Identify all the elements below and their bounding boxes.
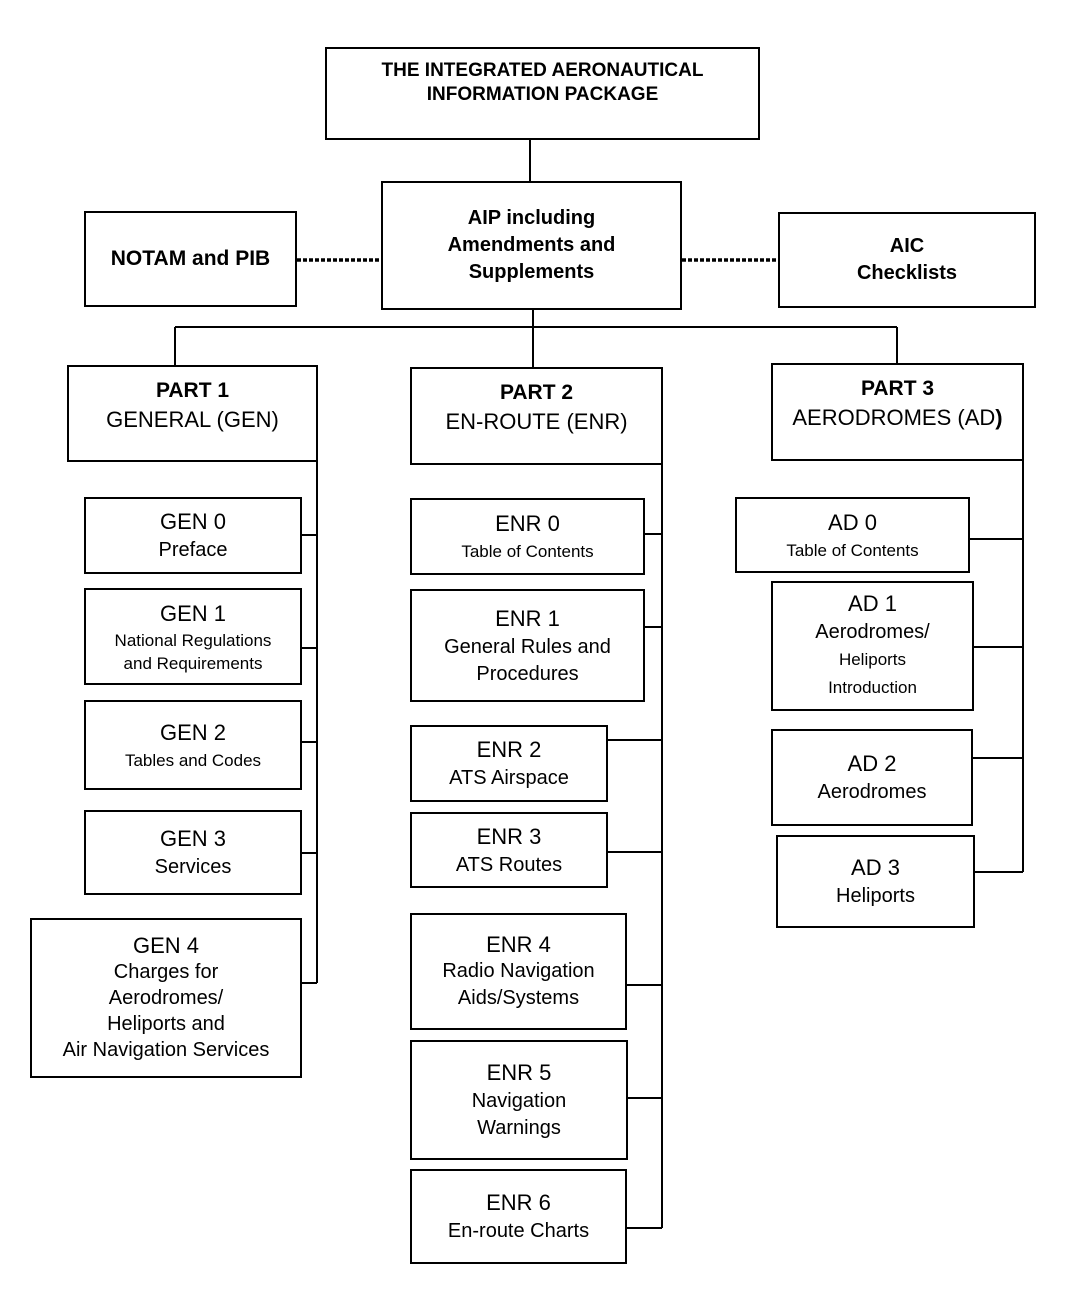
enr4-box: ENR 4 Radio Navigation Aids/Systems — [410, 913, 627, 1030]
gen1-code: GEN 1 — [159, 600, 227, 626]
aip-line: AIP including — [467, 207, 596, 229]
gen1-box: GEN 1 National Regulations and Requireme… — [84, 588, 302, 685]
part3-box: PART 3 AERODROMES (AD) — [771, 363, 1024, 461]
ad3-box: AD 3 Heliports — [776, 835, 975, 928]
gen4-box: GEN 4 Charges for Aerodromes/ Heliports … — [30, 918, 302, 1078]
gen3-title: Services — [154, 856, 232, 878]
ad3-code: AD 3 — [851, 855, 900, 880]
aip-line: Amendments and — [447, 234, 616, 256]
aic-line: AIC — [889, 235, 925, 257]
aic-checklists-box: AIC Checklists — [778, 212, 1036, 308]
ad0-title: Table of Contents — [786, 540, 919, 560]
notam-pib-box: NOTAM and PIB — [84, 211, 297, 307]
aip-box: AIP including Amendments and Supplements — [381, 181, 682, 310]
enr6-title: En-route Charts — [447, 1220, 590, 1242]
enr0-code: ENR 0 — [495, 511, 560, 536]
gen3-box: GEN 3 Services — [84, 810, 302, 895]
enr3-code: ENR 3 — [476, 823, 542, 849]
enr0-title: Table of Contents — [461, 542, 594, 561]
gen2-code: GEN 2 — [159, 719, 227, 745]
gen2-box: GEN 2 Tables and Codes — [84, 700, 302, 790]
enr4-title-line: Radio Navigation — [442, 960, 595, 982]
gen0-box: GEN 0 Preface — [84, 497, 302, 574]
ad1-title-line: Introduction — [828, 678, 917, 697]
ad1-title-line: Aerodromes/ — [815, 621, 930, 643]
enr5-title-line: Warnings — [477, 1117, 561, 1139]
enr3-title: ATS Routes — [455, 853, 563, 876]
part3-heading: PART 3 — [860, 377, 935, 400]
enr3-box: ENR 3 ATS Routes — [410, 812, 608, 888]
gen2-title: Tables and Codes — [124, 750, 262, 770]
title-box: THE INTEGRATED AERONAUTICAL INFORMATION … — [325, 47, 760, 140]
ad0-box: AD 0 Table of Contents — [735, 497, 970, 573]
part2-box: PART 2 EN-ROUTE (ENR) — [410, 367, 663, 465]
enr1-box: ENR 1 General Rules and Procedures — [410, 589, 645, 702]
ad2-box: AD 2 Aerodromes — [771, 729, 973, 826]
enr2-box: ENR 2 ATS Airspace — [410, 725, 608, 802]
enr1-title-line: General Rules and — [444, 635, 611, 658]
part1-heading: PART 1 — [155, 378, 230, 402]
ad0-code: AD 0 — [828, 509, 877, 535]
part2-heading: PART 2 — [499, 381, 574, 404]
enr6-code: ENR 6 — [486, 1190, 551, 1215]
enr1-code: ENR 1 — [495, 605, 560, 631]
ad2-title: Aerodromes — [817, 781, 927, 803]
gen4-title-line: Heliports and — [107, 1013, 225, 1035]
gen4-code: GEN 4 — [132, 933, 200, 958]
ad1-title-line: Heliports — [838, 650, 907, 669]
aic-line: Checklists — [856, 262, 958, 284]
gen0-code: GEN 0 — [159, 509, 227, 534]
ad2-code: AD 2 — [847, 751, 897, 776]
enr1-title-line: Procedures — [476, 662, 579, 685]
gen1-title-line: National Regulations — [114, 630, 272, 650]
enr0-box: ENR 0 Table of Contents — [410, 498, 645, 575]
enr4-title-line: Aids/Systems — [457, 987, 580, 1009]
title-line: THE INTEGRATED AERONAUTICAL — [381, 60, 704, 81]
enr5-box: ENR 5 Navigation Warnings — [410, 1040, 628, 1160]
gen4-title-line: Aerodromes/ — [108, 987, 224, 1009]
enr2-code: ENR 2 — [476, 737, 542, 762]
ad1-code: AD 1 — [848, 591, 897, 616]
enr4-code: ENR 4 — [486, 932, 551, 957]
part1-box: PART 1 GENERAL (GEN) — [67, 365, 318, 462]
notam-pib-label: NOTAM and PIB — [110, 247, 271, 270]
ad1-box: AD 1 Aerodromes/ Heliports Introduction — [771, 581, 974, 711]
gen1-title-line: and Requirements — [123, 653, 263, 673]
gen4-title-line: Charges for — [113, 961, 219, 983]
part3-subtitle: AERODROMES (AD) — [792, 405, 1003, 430]
enr2-title: ATS Airspace — [449, 767, 569, 789]
part1-subtitle: GENERAL (GEN) — [106, 406, 279, 432]
part2-subtitle: EN-ROUTE (ENR) — [445, 409, 628, 434]
aip-line: Supplements — [468, 261, 595, 283]
gen4-title-line: Air Navigation Services — [62, 1039, 270, 1061]
enr5-title-line: Navigation — [471, 1090, 567, 1112]
gen3-code: GEN 3 — [159, 826, 227, 851]
title-line: INFORMATION PACKAGE — [426, 84, 659, 105]
enr5-code: ENR 5 — [486, 1060, 552, 1085]
enr6-box: ENR 6 En-route Charts — [410, 1169, 627, 1264]
ad3-title: Heliports — [836, 885, 915, 907]
gen0-title: Preface — [158, 539, 228, 561]
